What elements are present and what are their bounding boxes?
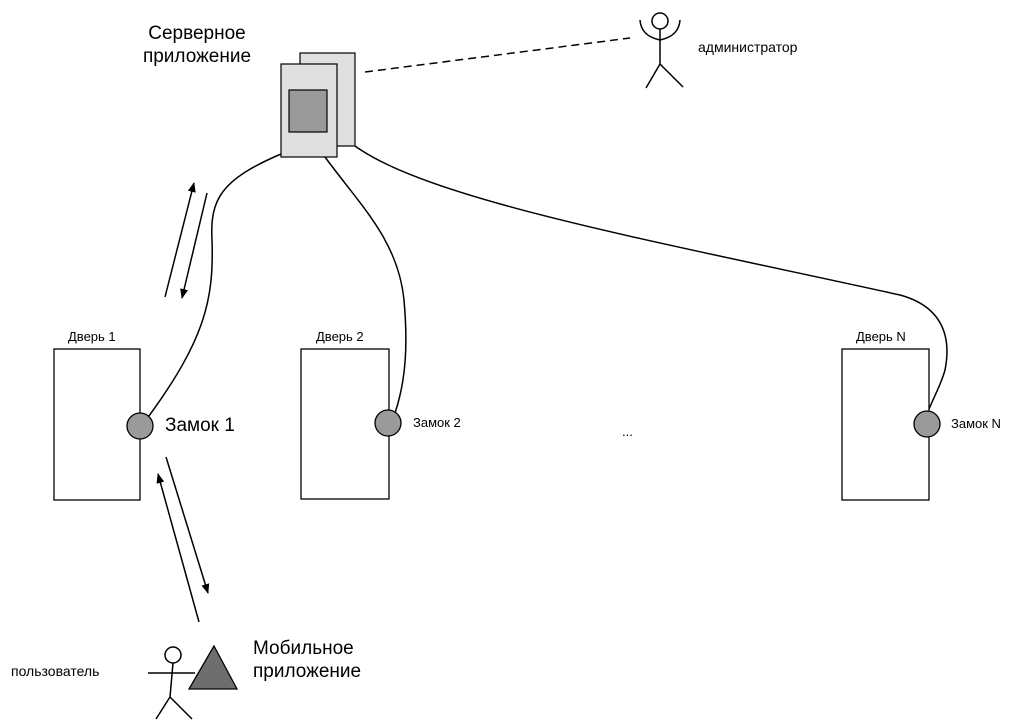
user-actor-icon bbox=[148, 646, 195, 720]
server-label: Серверное приложение bbox=[132, 22, 262, 68]
cable-lock-2 bbox=[324, 156, 407, 414]
lock-2-icon bbox=[374, 409, 402, 437]
lock-n-label: Замок N bbox=[951, 416, 1001, 431]
admin-dashed-link bbox=[364, 37, 631, 73]
server-label-line2: приложение bbox=[142, 46, 252, 68]
arrow-user-to-lock1 bbox=[156, 473, 200, 623]
door-2-rect bbox=[300, 348, 390, 500]
door-n-label: Дверь N bbox=[856, 329, 906, 344]
lock-1-icon bbox=[126, 412, 154, 440]
mobile-app-label-line2: приложение bbox=[253, 661, 362, 683]
server-screen bbox=[288, 89, 328, 133]
door-1-rect bbox=[53, 348, 141, 501]
server-label-line1: Серверное bbox=[148, 23, 246, 44]
lock-1-label: Замок 1 bbox=[165, 415, 235, 436]
door-2-label: Дверь 2 bbox=[316, 329, 364, 344]
arrow-lock1-to-server bbox=[164, 182, 196, 298]
lock-2-label: Замок 2 bbox=[413, 415, 461, 430]
cable-lock-1 bbox=[145, 153, 282, 421]
door-1-label: Дверь 1 bbox=[68, 329, 116, 344]
lock-n-icon bbox=[913, 410, 941, 438]
mobile-app-label: Мобильное приложение bbox=[253, 637, 361, 683]
admin-actor-icon bbox=[639, 12, 684, 89]
user-label: пользователь bbox=[11, 663, 100, 679]
ellipsis-label: ... bbox=[622, 424, 633, 439]
server-icon bbox=[280, 52, 356, 158]
cable-lock-n bbox=[354, 145, 948, 415]
arrow-lock1-to-user bbox=[165, 456, 210, 594]
arrow-server-to-lock1 bbox=[180, 192, 208, 299]
mobile-app-icon bbox=[187, 644, 239, 690]
mobile-app-label-line1: Мобильное bbox=[253, 638, 354, 659]
admin-label: администратор bbox=[698, 39, 798, 55]
